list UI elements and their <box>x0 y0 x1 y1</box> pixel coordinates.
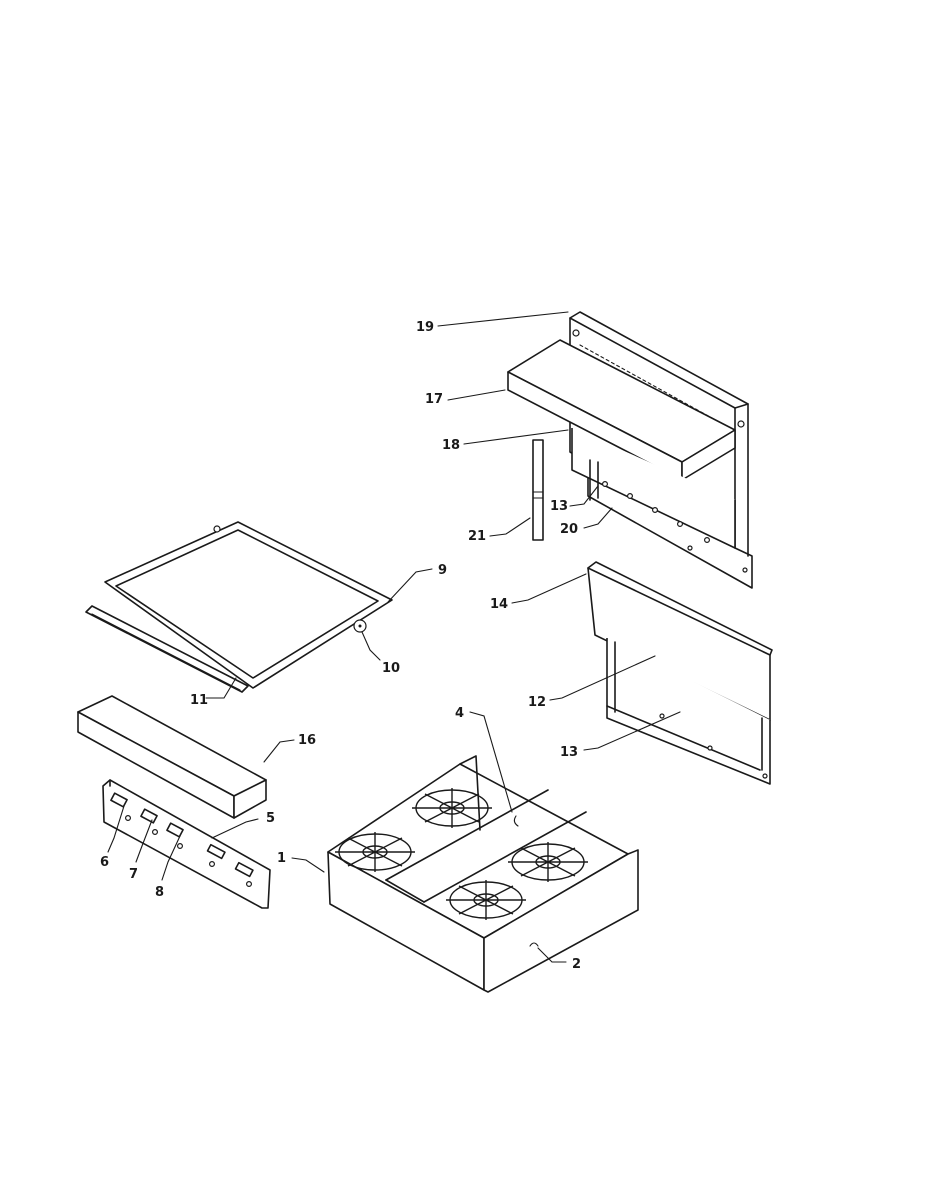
lower-shield-assembly <box>587 561 773 785</box>
callout-5: 5 <box>266 811 275 826</box>
callout-labels: 19 17 18 13 20 21 9 14 10 11 12 4 16 13 … <box>100 320 581 972</box>
griddle-plate <box>85 521 393 693</box>
callout-11: 11 <box>190 693 208 708</box>
leader-lines <box>107 311 681 963</box>
callout-18: 18 <box>442 438 460 453</box>
callout-2: 2 <box>572 957 581 972</box>
callout-12: 12 <box>528 695 546 710</box>
callout-17: 17 <box>425 392 443 407</box>
callout-6: 6 <box>100 855 109 870</box>
range-body <box>327 755 639 993</box>
callout-20: 20 <box>560 522 578 537</box>
callout-21: 21 <box>468 529 486 544</box>
burner-grates <box>335 788 588 920</box>
callout-13-upper: 13 <box>550 499 568 514</box>
callout-1: 1 <box>277 851 286 866</box>
callout-9: 9 <box>438 563 447 578</box>
control-panel <box>102 779 271 909</box>
callout-10: 10 <box>382 661 400 676</box>
front-trim <box>77 695 267 819</box>
callout-14: 14 <box>490 597 508 612</box>
callout-7: 7 <box>129 867 138 882</box>
callout-16: 16 <box>298 733 316 748</box>
support-rod <box>532 439 544 541</box>
callout-4: 4 <box>455 706 464 721</box>
callout-8: 8 <box>155 885 164 900</box>
callout-13-lower: 13 <box>560 745 578 760</box>
backsplash-shelf-assembly <box>507 311 753 589</box>
callout-19: 19 <box>416 320 434 335</box>
